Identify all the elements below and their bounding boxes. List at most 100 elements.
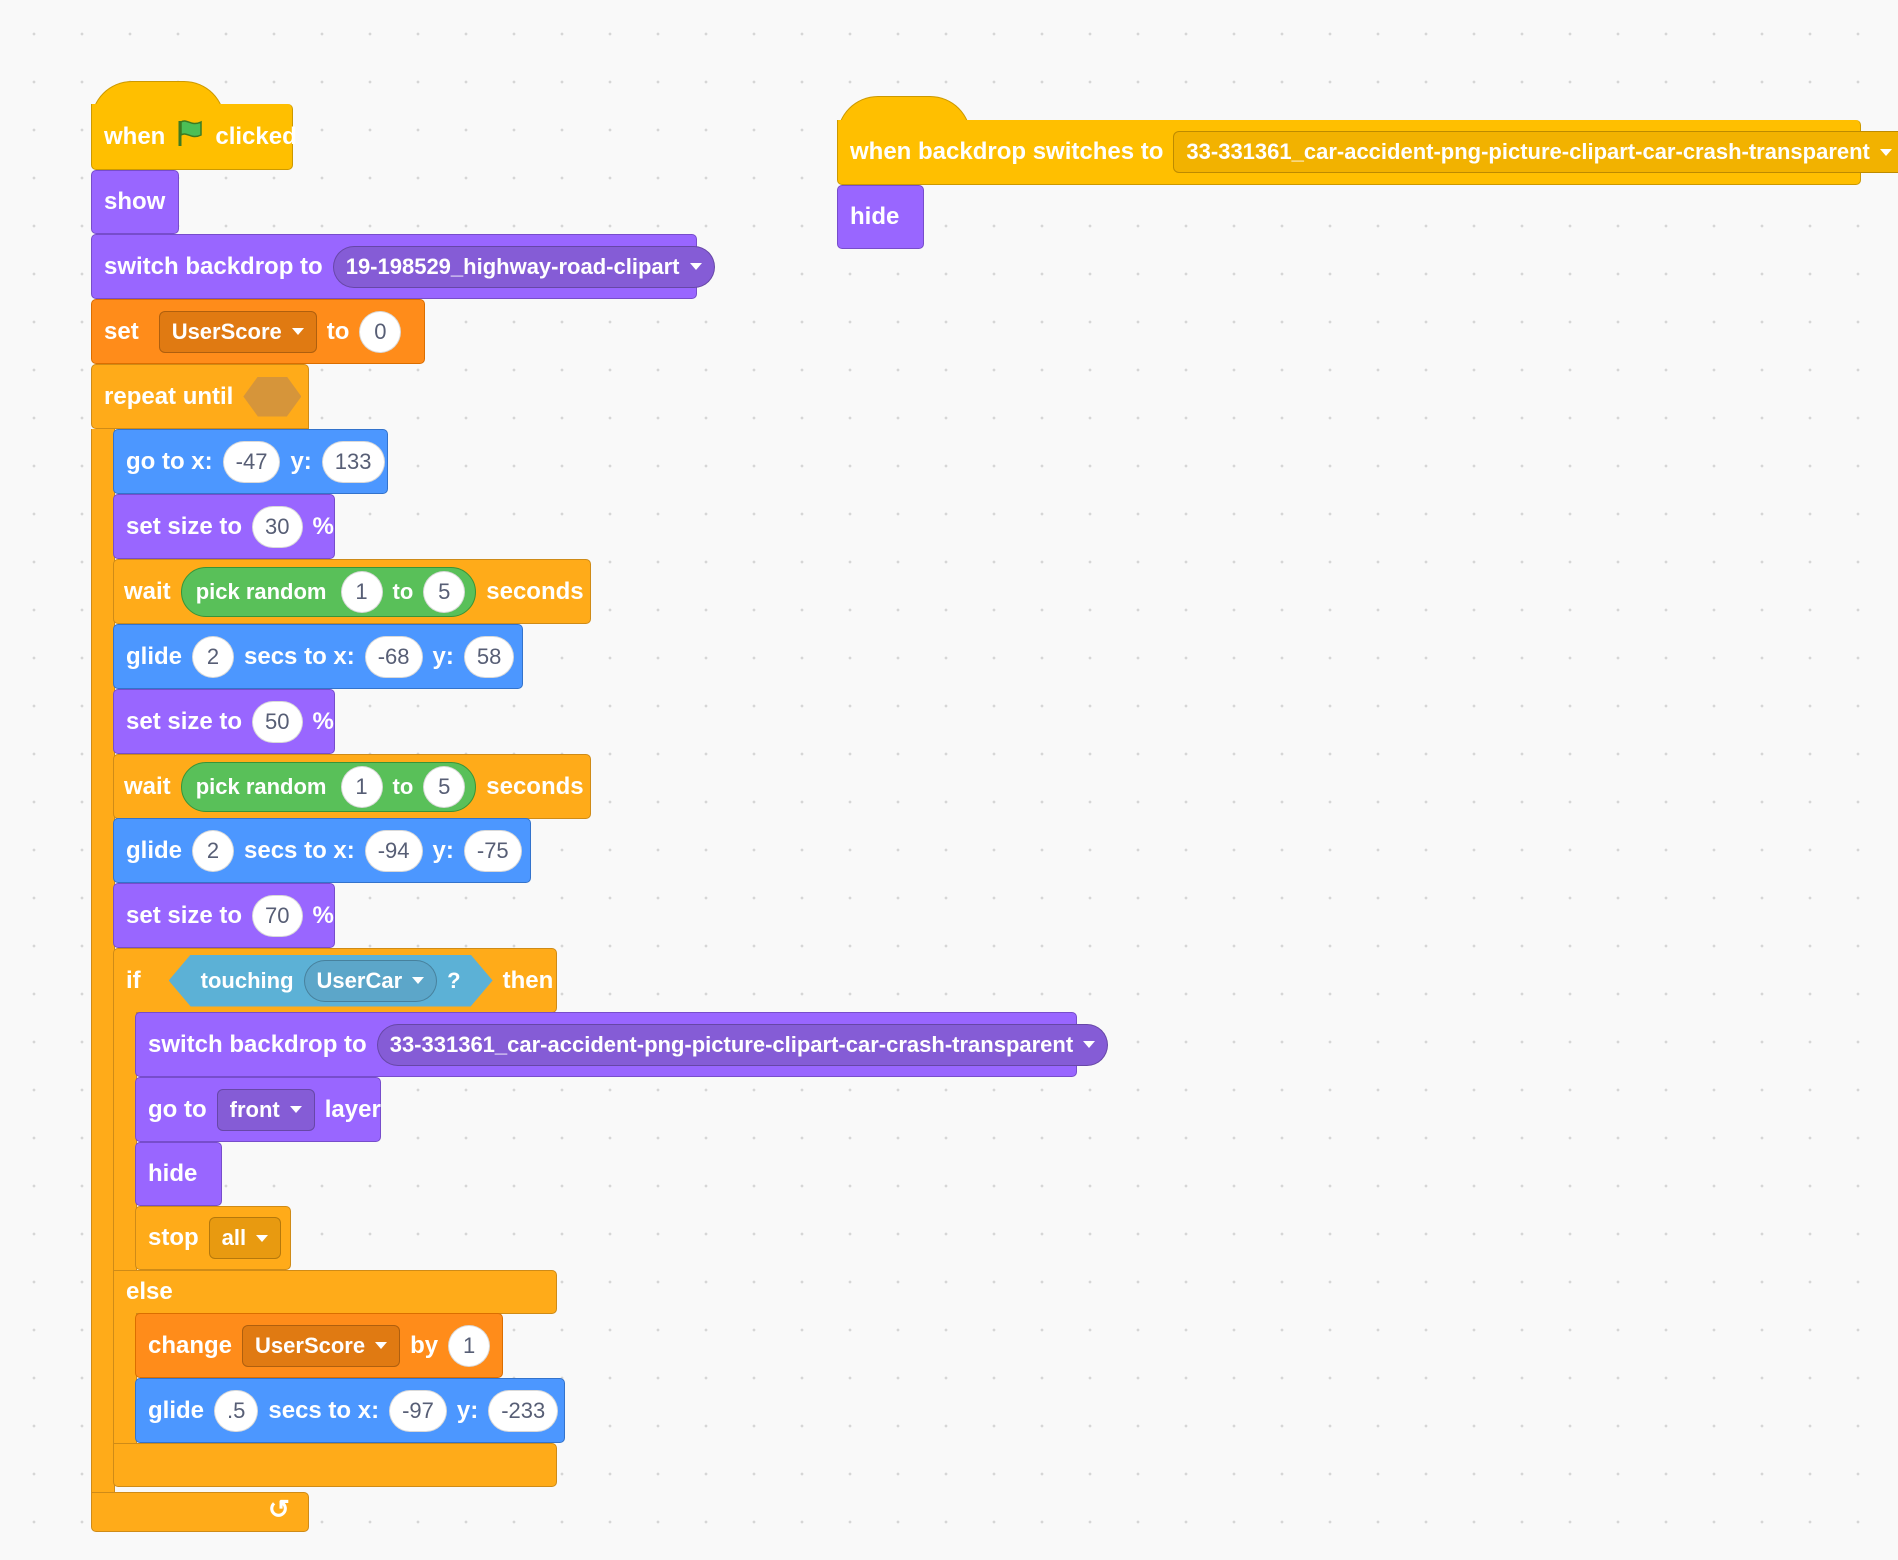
- if-arm: [113, 1012, 137, 1270]
- set-label: set: [104, 317, 139, 345]
- hide-block[interactable]: hide: [135, 1142, 222, 1206]
- when-backdrop-label: when backdrop switches to: [850, 138, 1164, 165]
- backdrop-dropdown[interactable]: 33-331361_car-accident-png-picture-clipa…: [376, 1023, 1109, 1066]
- set-size-block[interactable]: set size to 70 %: [113, 883, 335, 948]
- backdrop-value: 33-331361_car-accident-png-picture-clipa…: [1186, 139, 1870, 164]
- then-label: then: [502, 966, 554, 994]
- seconds-label: seconds: [486, 577, 584, 605]
- hide-block[interactable]: hide: [837, 185, 924, 249]
- repeat-until-bottom: [91, 1492, 309, 1532]
- set-size-label: set size to: [126, 707, 243, 735]
- variable-dropdown[interactable]: UserScore: [158, 310, 317, 353]
- wait-label: wait: [124, 577, 171, 605]
- variable-dropdown[interactable]: UserScore: [242, 1324, 401, 1367]
- size-input[interactable]: 70: [252, 894, 303, 937]
- set-size-label: set size to: [126, 901, 243, 929]
- when-backdrop-switches-block[interactable]: when backdrop switches to 33-331361_car-…: [837, 120, 1898, 185]
- random-to-input[interactable]: 5: [423, 570, 466, 613]
- set-variable-block[interactable]: set UserScore to 0: [91, 299, 425, 364]
- if-else-block[interactable]: if touching UserCar ? then: [113, 948, 557, 1013]
- variable-name: UserScore: [255, 1332, 366, 1358]
- goto-y-input[interactable]: 133: [321, 440, 385, 483]
- loop-arrow-icon: ↺: [268, 1494, 290, 1524]
- touching-label: touching: [200, 967, 294, 993]
- by-label: by: [410, 1331, 439, 1359]
- glide-secs-input[interactable]: 2: [192, 829, 235, 872]
- stop-option-value: all: [221, 1225, 247, 1250]
- switch-backdrop-block[interactable]: switch backdrop to 19-198529_highway-roa…: [91, 234, 715, 299]
- goto-y-label: y:: [290, 447, 312, 475]
- goto-layer-block[interactable]: go to front layer: [135, 1077, 381, 1142]
- repeat-until-label: repeat until: [104, 382, 234, 410]
- show-block[interactable]: show: [91, 170, 179, 234]
- when-label: when: [104, 122, 166, 150]
- repeat-until-block[interactable]: repeat until: [91, 364, 309, 429]
- pick-random-operator[interactable]: pick random 1 to 5: [180, 566, 477, 617]
- set-value-input[interactable]: 0: [359, 310, 402, 353]
- hide-label: hide: [850, 203, 900, 230]
- percent-label: %: [312, 707, 334, 735]
- chevron-down-icon: [1083, 1041, 1096, 1048]
- switch-backdrop-label: switch backdrop to: [104, 252, 323, 280]
- change-label: change: [148, 1331, 233, 1359]
- variable-name: UserScore: [171, 318, 282, 344]
- stop-option-dropdown[interactable]: all: [208, 1217, 282, 1259]
- touching-condition[interactable]: touching UserCar ?: [169, 955, 493, 1007]
- random-to-input[interactable]: 5: [423, 765, 466, 808]
- pick-random-operator[interactable]: pick random 1 to 5: [180, 761, 477, 812]
- goto-xy-block[interactable]: go to x: -47 y: 133: [113, 429, 388, 494]
- glide-y-input[interactable]: 58: [463, 635, 515, 678]
- glide-x-input[interactable]: -68: [364, 635, 423, 678]
- random-to-label: to: [392, 773, 414, 799]
- clicked-label: clicked: [215, 122, 297, 150]
- backdrop-value: 33-331361_car-accident-png-picture-clipa…: [389, 1031, 1074, 1057]
- glide-label: glide: [126, 836, 183, 864]
- hide-label: hide: [148, 1160, 198, 1187]
- empty-condition-slot[interactable]: [243, 376, 302, 417]
- goto-x-input[interactable]: -47: [222, 440, 281, 483]
- size-input[interactable]: 30: [252, 505, 303, 548]
- random-to-label: to: [392, 578, 414, 604]
- switch-backdrop-block[interactable]: switch backdrop to 33-331361_car-acciden…: [135, 1012, 1109, 1077]
- backdrop-dropdown[interactable]: 19-198529_highway-road-clipart: [332, 245, 715, 288]
- touching-object-dropdown[interactable]: UserCar: [304, 960, 438, 1002]
- chevron-down-icon: [256, 1234, 269, 1242]
- glide-block[interactable]: glide .5 secs to x: -97 y: -233: [135, 1378, 565, 1443]
- glide-y-input[interactable]: -233: [488, 1389, 559, 1432]
- size-input[interactable]: 50: [252, 700, 303, 743]
- random-from-input[interactable]: 1: [340, 570, 383, 613]
- stop-label: stop: [148, 1224, 199, 1251]
- stop-block[interactable]: stop all: [135, 1206, 291, 1270]
- glide-secs-input[interactable]: .5: [214, 1389, 259, 1432]
- random-from-input[interactable]: 1: [340, 765, 383, 808]
- set-size-block[interactable]: set size to 30 %: [113, 494, 335, 559]
- set-size-block[interactable]: set size to 50 %: [113, 689, 335, 754]
- green-flag-icon: [175, 118, 205, 155]
- glide-x-input[interactable]: -97: [389, 1389, 447, 1432]
- chevron-down-icon: [289, 1106, 302, 1113]
- else-label: else: [126, 1278, 173, 1305]
- pick-random-label: pick random: [195, 773, 327, 799]
- glide-label: glide: [148, 1396, 205, 1424]
- set-size-label: set size to: [126, 512, 243, 540]
- glide-x-input[interactable]: -94: [364, 829, 423, 872]
- change-value-input[interactable]: 1: [448, 1324, 491, 1367]
- glide-y-label: y:: [432, 642, 454, 670]
- glide-y-label: y:: [432, 836, 454, 864]
- repeat-until-arm: [91, 429, 115, 1493]
- glide-secs-input[interactable]: 2: [192, 635, 235, 678]
- glide-block[interactable]: glide 2 secs to x: -94 y: -75: [113, 818, 531, 883]
- wait-block[interactable]: wait pick random 1 to 5 seconds: [113, 754, 591, 819]
- chevron-down-icon: [291, 328, 304, 335]
- change-variable-block[interactable]: change UserScore by 1: [135, 1313, 503, 1378]
- glide-block[interactable]: glide 2 secs to x: -68 y: 58: [113, 624, 523, 689]
- wait-block[interactable]: wait pick random 1 to 5 seconds: [113, 559, 591, 624]
- glide-y-input[interactable]: -75: [463, 829, 522, 872]
- when-flag-clicked-block[interactable]: when clicked: [91, 104, 297, 170]
- backdrop-dropdown[interactable]: 33-331361_car-accident-png-picture-clipa…: [1173, 131, 1898, 173]
- chevron-down-icon: [1879, 148, 1892, 156]
- secs-to-x-label: secs to x:: [268, 1396, 380, 1424]
- glide-y-label: y:: [456, 1396, 479, 1424]
- to-label: to: [326, 317, 350, 345]
- layer-dropdown[interactable]: front: [216, 1088, 315, 1131]
